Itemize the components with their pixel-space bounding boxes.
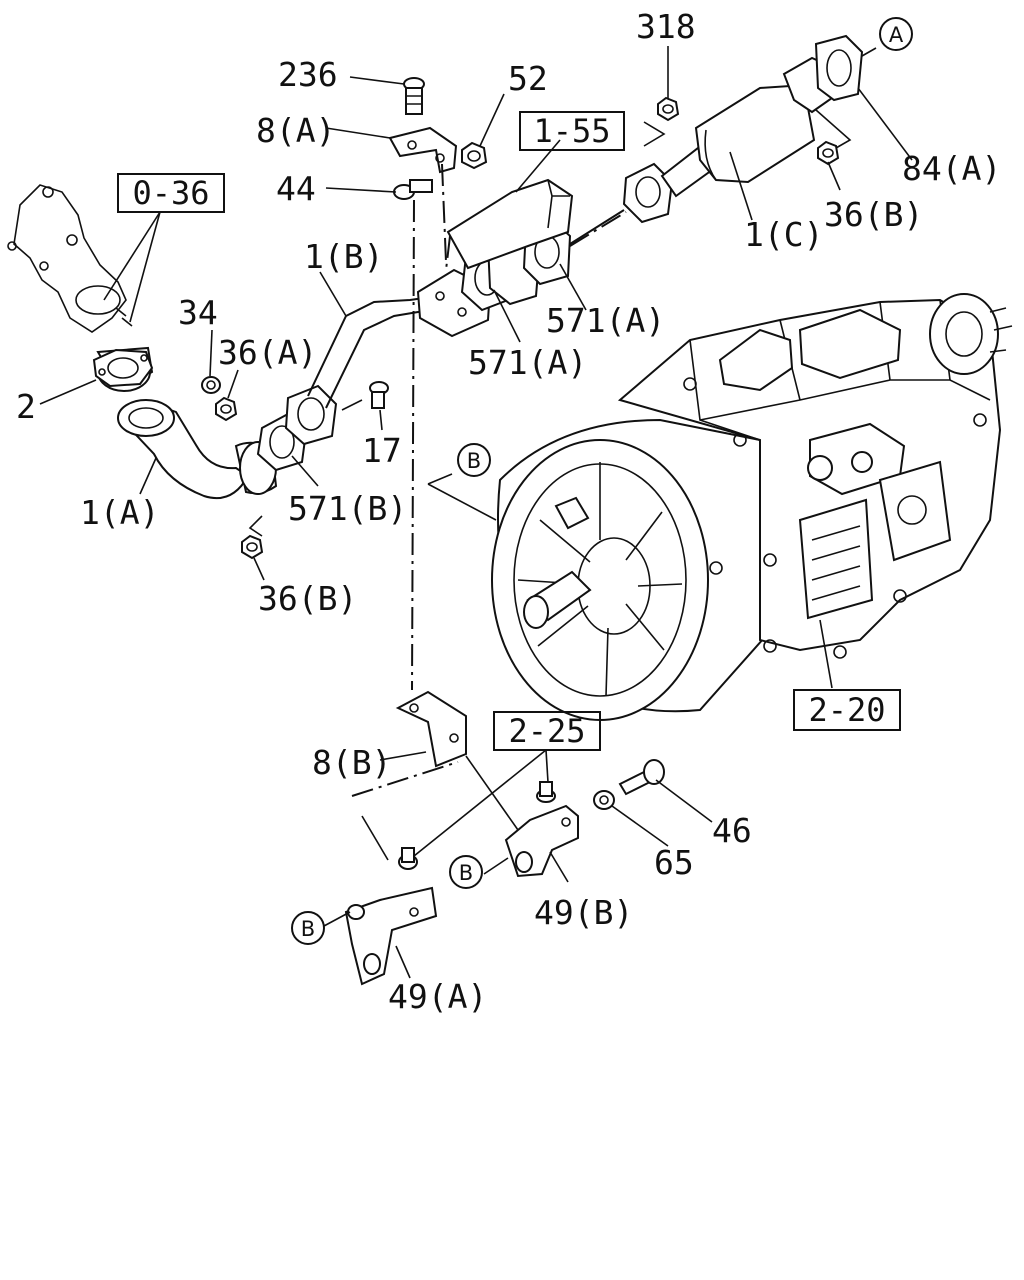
bracket-49a xyxy=(344,886,438,986)
ref-label-0-36: 0-36 xyxy=(132,174,209,212)
gasket-2 xyxy=(92,348,154,388)
label-36b-low: 36(B) xyxy=(258,579,357,618)
nut-318 xyxy=(657,96,680,122)
nut-36a xyxy=(215,396,238,422)
label-318: 318 xyxy=(636,7,696,46)
label-36b-top: 36(B) xyxy=(824,195,923,234)
exhaust-manifold xyxy=(7,184,133,333)
label-65: 65 xyxy=(654,843,694,882)
label-2: 2 xyxy=(16,387,36,426)
centerlines xyxy=(351,163,627,797)
ref-label-2-25: 2-25 xyxy=(508,712,585,750)
label-571a-lower: 571(A) xyxy=(468,343,587,382)
label-8b: 8(B) xyxy=(312,743,391,782)
label-84a: 84(A) xyxy=(902,149,1001,188)
ref-box-0-36: 0-36 xyxy=(117,173,225,213)
label-236: 236 xyxy=(278,55,338,94)
nut-52 xyxy=(461,141,488,170)
label-1b: 1(B) xyxy=(304,237,383,276)
label-36a: 36(A) xyxy=(218,333,317,372)
bolt-44 xyxy=(393,179,433,200)
label-571b: 571(B) xyxy=(288,489,407,528)
bracket-8a xyxy=(388,126,458,174)
marker-b-transmission: B xyxy=(457,443,491,477)
marker-b-low-label: B xyxy=(301,917,315,941)
leader-lines xyxy=(39,46,913,979)
marker-b-transmission-label: B xyxy=(467,449,481,473)
label-1c: 1(C) xyxy=(744,215,823,254)
bolt-2-25-b xyxy=(398,847,418,870)
bolt-2-25-a xyxy=(536,781,556,803)
gasket-571b xyxy=(256,384,338,472)
label-46: 46 xyxy=(712,811,752,850)
bracket-49b xyxy=(504,804,579,878)
ref-box-2-25: 2-25 xyxy=(493,711,601,751)
part-labels: 318 236 52 8(A) 44 84(A) 36(B) 1(C) 1(B)… xyxy=(16,7,1001,1016)
ref-box-1-55: 1-55 xyxy=(519,111,625,151)
marker-b-low: B xyxy=(291,911,325,945)
nut-36b-low xyxy=(241,534,264,560)
label-44: 44 xyxy=(276,169,316,208)
ref-label-2-20: 2-20 xyxy=(808,691,885,729)
label-52: 52 xyxy=(508,59,548,98)
ref-label-1-55: 1-55 xyxy=(533,112,610,150)
washer-65 xyxy=(593,790,615,810)
washer-34 xyxy=(201,376,221,394)
marker-a-top: A xyxy=(879,17,913,51)
marker-a-top-label: A xyxy=(889,23,904,47)
marker-b-mid: B xyxy=(449,855,483,889)
transmission-assembly xyxy=(491,293,1013,721)
nut-36b-top xyxy=(817,140,840,166)
bolt-46 xyxy=(618,759,665,796)
label-17: 17 xyxy=(362,431,402,470)
bolt-17 xyxy=(369,381,389,409)
marker-b-mid-label: B xyxy=(459,861,473,885)
label-34: 34 xyxy=(178,293,218,332)
ref-box-2-20: 2-20 xyxy=(793,689,901,731)
label-571a-upper: 571(A) xyxy=(546,301,665,340)
label-49a: 49(A) xyxy=(388,977,487,1016)
label-8a: 8(A) xyxy=(256,111,335,150)
bracket-8b xyxy=(395,690,467,768)
tail-pipe-1c xyxy=(569,34,864,245)
label-1a: 1(A) xyxy=(80,493,159,532)
bolt-236 xyxy=(403,77,425,115)
label-49b: 49(B) xyxy=(534,893,633,932)
